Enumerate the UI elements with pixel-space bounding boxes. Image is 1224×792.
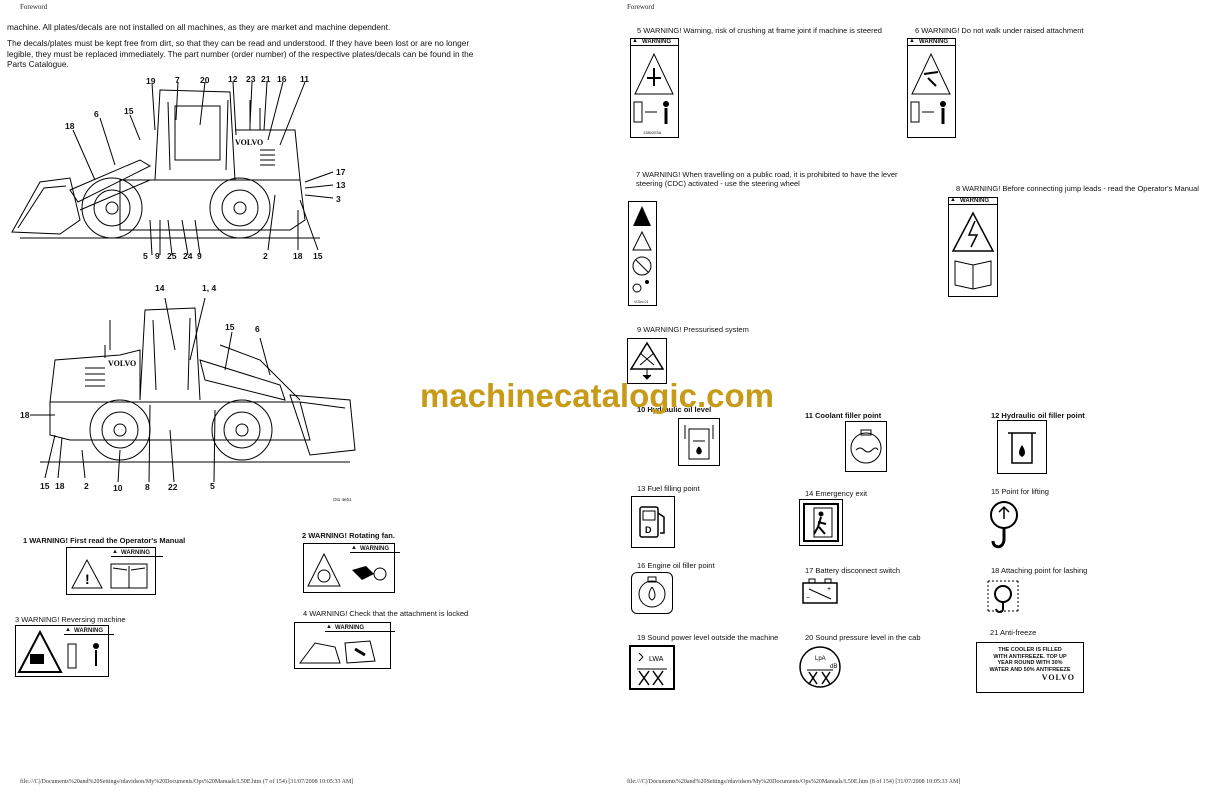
decal-label-16: 16 Engine oil filler point (637, 561, 715, 570)
decal-11 (845, 421, 887, 472)
callout-18b: 18 (293, 251, 303, 261)
decal-label-12: 12 Hydraulic oil filler point (991, 411, 1085, 420)
page-footer-left: file:///C|/Documents%20and%20Settings/rd… (20, 779, 354, 785)
callout-6b: 6 (255, 324, 260, 334)
callout-9b: 9 (197, 251, 202, 261)
decal-18 (984, 577, 1022, 615)
decal-4: WARNING (294, 622, 395, 669)
decal-label-19: 19 Sound power level outside the machine (637, 633, 779, 642)
callout-15: 15 (124, 106, 134, 116)
antifreeze-text: THE COOLER IS FILLED WITH ANTIFREEZE. TO… (989, 647, 1071, 673)
decal-8: WARNING (948, 197, 998, 297)
decal-label-17: 17 Battery disconnect switch (805, 566, 901, 575)
callout-5b: 5 (210, 481, 215, 491)
callout-23: 23 (246, 74, 256, 84)
decal-label-1: 1 WARNING! First read the Operator's Man… (23, 536, 186, 545)
callout-12: 12 (228, 74, 238, 84)
intro-paragraph-2: The decals/plates must be kept free from… (7, 38, 474, 69)
decal-14 (799, 499, 843, 546)
svg-text:!: ! (85, 571, 90, 587)
callout-22: 22 (168, 482, 178, 492)
svg-text:LpA: LpA (815, 656, 826, 662)
callout-18: 18 (65, 121, 75, 131)
decal-label-2: 2 WARNING! Rotating fan. (302, 531, 395, 540)
decal-label-13: 13 Fuel filling point (637, 484, 700, 493)
decal-label-6: 6 WARNING! Do not walk under raised atta… (915, 26, 1084, 35)
page-header-right: Foreword (627, 3, 655, 11)
callout-6: 6 (94, 109, 99, 119)
decal-9 (627, 338, 667, 384)
callout-13: 13 (336, 180, 346, 190)
callout-7: 7 (175, 75, 180, 85)
callout-10: 10 (113, 483, 123, 493)
callout-20: 20 (200, 75, 210, 85)
decal-label-8: 8 WARNING! Before connecting jump leads … (956, 184, 1199, 193)
decal-1: WARNING ! (66, 547, 163, 595)
decal-3: WARNING (15, 625, 114, 677)
decal-label-14: 14 Emergency exit (805, 489, 868, 498)
callout-14: 14 (155, 283, 165, 293)
callout-25: 25 (167, 251, 177, 261)
decal-label-7: 7 WARNING! When travelling on a public r… (636, 170, 898, 188)
volvo-brand: VOLVO (1041, 673, 1075, 682)
callout-16: 16 (277, 74, 287, 84)
figure-code: Ot1 4e51 (333, 497, 352, 502)
decal-label-9: 9 WARNING! Pressurised system (637, 325, 749, 334)
decal-20: dB LpA (797, 644, 843, 690)
svg-text:dB: dB (830, 664, 837, 670)
decal-13: D (631, 496, 675, 548)
page-header-left: Foreword (20, 3, 48, 11)
callout-5: 5 (143, 251, 148, 261)
page-footer-right: file:///C|/Documents%20and%20Settings/rd… (627, 779, 961, 785)
callout-2: 2 (263, 251, 268, 261)
loader-figure-2: VOLVO (30, 297, 356, 483)
volvo-logo: VOLVO (235, 138, 263, 147)
decal-10 (678, 418, 720, 466)
decal-15 (983, 497, 1025, 557)
callout-2b: 2 (84, 481, 89, 491)
decal-label-20: 20 Sound pressure level in the cab (805, 633, 921, 642)
decal-2: WARNING (303, 543, 400, 593)
decal-label-10: 10 Hydraulic oil level (637, 405, 712, 414)
svg-text:VOLVO: VOLVO (108, 359, 136, 368)
callout-15b: 15 (313, 251, 323, 261)
callout-11: 11 (300, 74, 309, 84)
decal-label-11: 11 Coolant filler point (805, 411, 882, 420)
callout-24: 24 (183, 251, 193, 261)
callout-8: 8 (145, 482, 150, 492)
decal-6: WARNING (907, 38, 956, 138)
decal-label-5: 5 WARNING! Warning, risk of crushing at … (637, 26, 882, 35)
callout-1-4: 1, 4 (202, 283, 217, 293)
callout-18c: 18 (20, 410, 30, 420)
decal-17: +− (799, 577, 841, 609)
decal-label-21: 21 Anti-freeze (990, 628, 1037, 637)
callout-9: 9 (155, 251, 160, 261)
decal-label-15: 15 Point for lifting (991, 487, 1049, 496)
decal-16 (631, 572, 673, 614)
decal-label-4: 4 WARNING! Check that the attachment is … (303, 609, 469, 618)
decal-21: THE COOLER IS FILLED WITH ANTIFREEZE. TO… (976, 642, 1084, 693)
svg-text:D: D (645, 525, 652, 535)
callout-19: 19 (146, 76, 156, 86)
svg-text:LWA: LWA (649, 656, 664, 663)
decal-12 (997, 420, 1047, 474)
decal-7: VOlvo 01 (628, 201, 657, 306)
intro-paragraph-1: machine. All plates/decals are not insta… (7, 22, 391, 32)
decal-label-18: 18 Attaching point for lashing (991, 566, 1088, 575)
callout-15c: 15 (225, 322, 235, 332)
callout-17: 17 (336, 167, 346, 177)
svg-text:−: − (806, 595, 810, 602)
svg-text:+: + (827, 586, 831, 593)
callout-3: 3 (336, 194, 341, 204)
decal-label-3: 3 WARNING! Reversing machine (15, 615, 126, 624)
callout-18d: 18 (55, 481, 65, 491)
decal-5: WARNING 1380203A (630, 38, 679, 138)
callout-21: 21 (261, 74, 271, 84)
decal-19: LWA (629, 645, 675, 690)
loader-figure-1: VOLVO (11, 81, 334, 256)
callout-15d: 15 (40, 481, 50, 491)
watermark: machinecatalogic.com (420, 377, 774, 414)
